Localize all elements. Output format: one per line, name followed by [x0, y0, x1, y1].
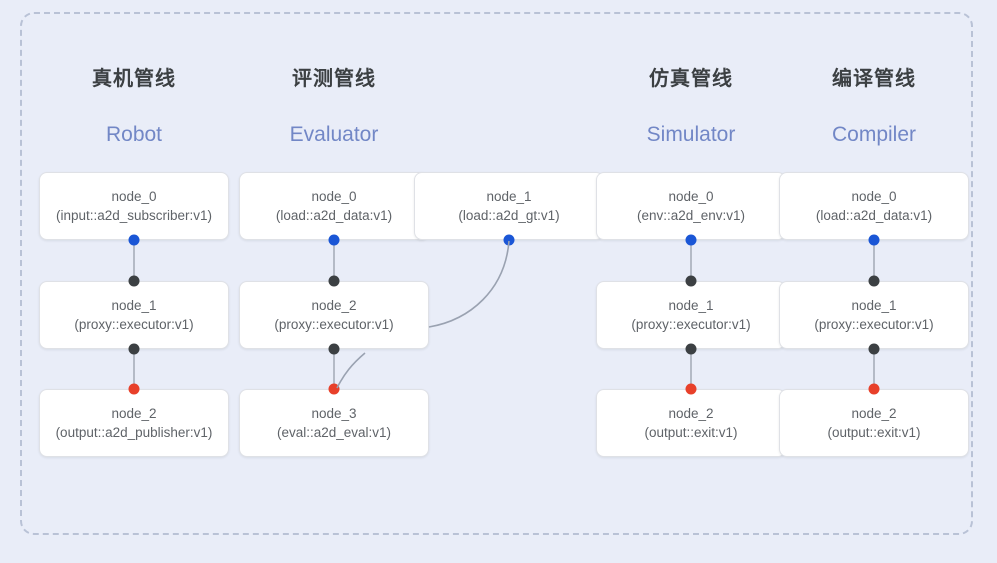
node-name: node_1 [851, 297, 897, 313]
node-name: node_0 [668, 188, 714, 204]
node-box[interactable]: node_2 (output::exit:v1) [596, 389, 786, 457]
node-type: (proxy::executor:v1) [274, 316, 394, 332]
node-name: node_2 [111, 405, 157, 421]
node-type: (proxy::executor:v1) [74, 316, 194, 332]
node-box[interactable]: node_0 (load::a2d_data:v1) [239, 172, 429, 240]
node-box[interactable]: node_1 (proxy::executor:v1) [779, 281, 969, 349]
node-type: (eval::a2d_eval:v1) [276, 424, 392, 440]
node-type: (proxy::executor:v1) [814, 316, 934, 332]
connector-line [333, 240, 335, 281]
node-type: (load::a2d_gt:v1) [458, 207, 560, 223]
node-box[interactable]: node_1 (proxy::executor:v1) [39, 281, 229, 349]
connector-line [133, 349, 135, 389]
node-type: (proxy::executor:v1) [631, 316, 751, 332]
node-type: (input::a2d_subscriber:v1) [55, 207, 213, 223]
port-dot-input-dark[interactable] [128, 275, 140, 287]
column-title-robot: 真机管线 [92, 68, 176, 90]
port-dot-output-blue[interactable] [868, 234, 880, 246]
node-type: (load::a2d_data:v1) [815, 207, 933, 223]
connector-line [873, 240, 875, 281]
port-dot-output-dark[interactable] [328, 343, 340, 355]
node-box[interactable]: node_0 (load::a2d_data:v1) [779, 172, 969, 240]
port-dot-input-red[interactable] [685, 383, 697, 395]
node-name: node_1 [111, 297, 157, 313]
port-dot-output-dark[interactable] [685, 343, 697, 355]
port-dot-output-blue[interactable] [328, 234, 340, 246]
node-box[interactable]: node_2 (proxy::executor:v1) [239, 281, 429, 349]
node-box[interactable]: node_2 (output::a2d_publisher:v1) [39, 389, 229, 457]
connector-line [690, 349, 692, 389]
port-dot-input-dark[interactable] [328, 275, 340, 287]
node-box[interactable]: node_0 (env::a2d_env:v1) [596, 172, 786, 240]
connector-line [333, 349, 335, 389]
column-title-simulator: 仿真管线 [649, 68, 733, 90]
port-dot-input-dark[interactable] [685, 275, 697, 287]
node-name: node_1 [486, 188, 532, 204]
node-type: (load::a2d_data:v1) [275, 207, 393, 223]
column-subtitle-compiler: Compiler [831, 123, 917, 146]
node-type: (output::a2d_publisher:v1) [55, 424, 213, 440]
port-dot-output-blue[interactable] [685, 234, 697, 246]
node-box[interactable]: node_1 (load::a2d_gt:v1) [414, 172, 604, 240]
column-title-compiler: 编译管线 [832, 68, 916, 90]
node-type: (env::a2d_env:v1) [636, 207, 746, 223]
node-box[interactable]: node_3 (eval::a2d_eval:v1) [239, 389, 429, 457]
column-title-evaluator: 评测管线 [292, 68, 376, 90]
connector-line [133, 240, 135, 281]
column-subtitle-simulator: Simulator [646, 123, 736, 146]
node-name: node_1 [668, 297, 714, 313]
connector-line [690, 240, 692, 281]
node-box[interactable]: node_0 (input::a2d_subscriber:v1) [39, 172, 229, 240]
column-subtitle-robot: Robot [105, 123, 163, 146]
node-name: node_2 [311, 297, 357, 313]
node-box[interactable]: node_1 (proxy::executor:v1) [596, 281, 786, 349]
node-box[interactable]: node_2 (output::exit:v1) [779, 389, 969, 457]
port-dot-input-red[interactable] [328, 383, 340, 395]
column-subtitle-evaluator: Evaluator [289, 123, 379, 146]
node-name: node_2 [851, 405, 897, 421]
node-name: node_0 [311, 188, 357, 204]
node-type: (output::exit:v1) [827, 424, 921, 440]
node-name: node_0 [851, 188, 897, 204]
node-name: node_3 [311, 405, 357, 421]
node-name: node_0 [111, 188, 157, 204]
connector-line [873, 349, 875, 389]
port-dot-output-dark[interactable] [868, 343, 880, 355]
port-dot-input-dark[interactable] [868, 275, 880, 287]
node-type: (output::exit:v1) [644, 424, 738, 440]
port-dot-input-red[interactable] [868, 383, 880, 395]
port-dot-output-dark[interactable] [128, 343, 140, 355]
port-dot-output-blue[interactable] [503, 234, 515, 246]
port-dot-output-blue[interactable] [128, 234, 140, 246]
port-dot-input-red[interactable] [128, 383, 140, 395]
node-name: node_2 [668, 405, 714, 421]
